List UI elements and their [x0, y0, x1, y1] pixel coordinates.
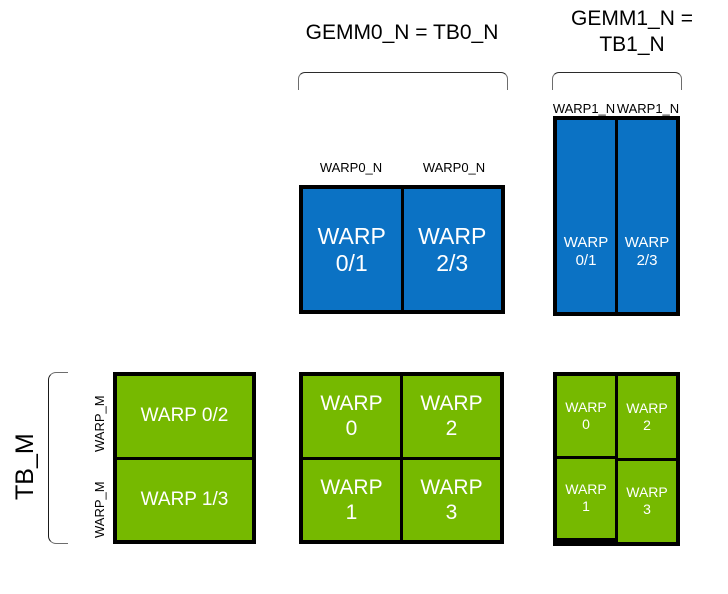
blue-block-gemm0: WARP 0/1 WARP 2/3	[299, 185, 505, 314]
green-middle-cell-0: WARP 0	[303, 376, 400, 457]
green-right-cell-0: WARP 0	[557, 376, 615, 456]
blue-gemm0-cell-1: WARP 2/3	[403, 189, 501, 310]
green-middle-cell-3: WARP 3	[403, 459, 500, 540]
green-left-cell-1: WARP 1/3	[117, 459, 252, 540]
tb-m-label: TB_M	[11, 433, 39, 500]
gemm0-span-bracket	[298, 72, 508, 90]
blue-gemm0-cell-0: WARP 0/1	[303, 189, 401, 310]
green-right-cell-1: WARP 1	[557, 458, 615, 538]
green-middle-column-right: WARP 2 WARP 3	[403, 376, 500, 540]
blue-gemm1-cell-1: WARP 2/3	[618, 120, 676, 312]
gemm1-title: GEMM1_N = TB1_N	[571, 7, 693, 56]
green-block-left: WARP 0/2 WARP 1/3	[113, 372, 256, 544]
green-right-column-left: WARP 0 WARP 1	[557, 376, 615, 538]
warp0-n-label-b: WARP0_N	[422, 160, 486, 175]
warp-m-label-bottom: WARP_M	[92, 481, 107, 538]
warp1-n-label-b: WARP1_N	[616, 101, 680, 116]
blue-gemm1-cell-0: WARP 0/1	[557, 120, 615, 312]
warp-m-label-top: WARP_M	[92, 395, 107, 452]
green-right-cell-3: WARP 3	[618, 460, 676, 542]
green-block-middle: WARP 0 WARP 1 WARP 2 WARP 3	[299, 372, 504, 544]
tb-m-span-bracket	[48, 372, 68, 544]
green-right-column-right: WARP 2 WARP 3	[618, 376, 676, 542]
warp0-n-label-a: WARP0_N	[319, 160, 383, 175]
blue-block-gemm1: WARP 0/1 WARP 2/3	[553, 116, 680, 316]
green-left-cell-0: WARP 0/2	[117, 376, 252, 457]
gemm0-title: GEMM0_N = TB0_N	[305, 21, 499, 44]
green-middle-cell-2: WARP 2	[403, 376, 500, 457]
warp1-n-label-a: WARP1_N	[552, 101, 616, 116]
green-left-column: WARP 0/2 WARP 1/3	[117, 376, 252, 540]
green-right-cell-2: WARP 2	[618, 376, 676, 458]
green-middle-column-left: WARP 0 WARP 1	[303, 376, 400, 540]
gemm1-span-bracket	[552, 72, 682, 90]
green-middle-cell-1: WARP 1	[303, 459, 400, 540]
green-block-right: WARP 0 WARP 1 WARP 2 WARP 3	[553, 372, 680, 546]
